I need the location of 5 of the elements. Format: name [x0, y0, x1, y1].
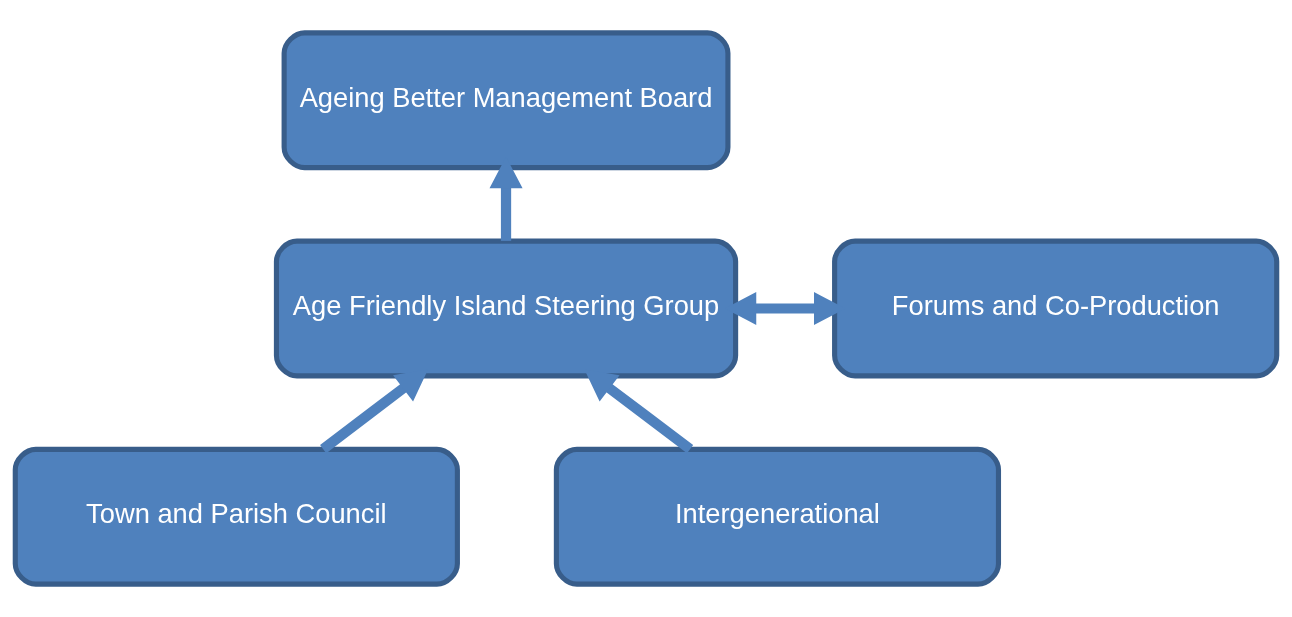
node-box: Age Friendly Island Steering Group	[273, 238, 739, 379]
node-box: Ageing Better Management Board	[281, 30, 731, 171]
node-box: Forums and Co-Production	[832, 238, 1280, 379]
node-box: Intergenerational	[553, 446, 1002, 587]
node-box: Town and Parish Council	[12, 446, 460, 587]
